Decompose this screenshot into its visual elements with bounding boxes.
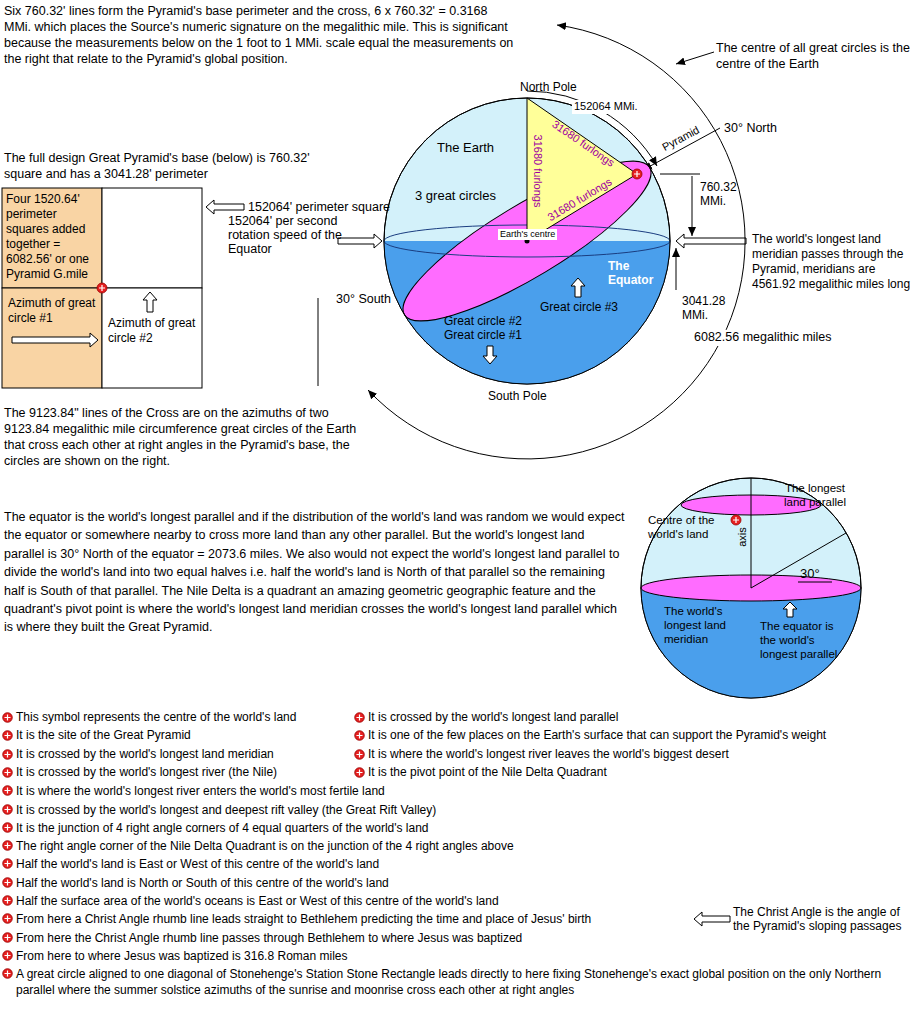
centre-symbol [2, 932, 13, 943]
centre-symbol [2, 950, 13, 961]
centre-symbol [2, 858, 13, 869]
great-circle-arc [368, 25, 745, 459]
annotation-label: Six 760.32' lines form the Pyramid's bas… [4, 3, 516, 67]
annotation-label: 152064' per second rotation speed of the… [228, 214, 346, 256]
bullet-text: It is the junction of 4 right angle corn… [16, 820, 916, 836]
bullet-text: Half the world's land is North or South … [16, 875, 916, 891]
annotation-label: North Pole [520, 80, 577, 95]
bullet-text: The right angle corner of the Nile Delta… [16, 838, 916, 854]
land-circle: axis The longest land parallelCentre of t… [640, 477, 862, 699]
azimuth-square: Azimuth of great circle #1 [2, 288, 102, 388]
bullet-text: It is the pivot point of the Nile Delta … [368, 765, 916, 780]
orange-square [2, 288, 102, 388]
annotation-label: Pyramid [658, 123, 704, 156]
node-text: The equator is the world's longest paral… [760, 619, 850, 661]
dimension-line [692, 176, 693, 236]
hollow-arrow [694, 912, 730, 926]
annotation-label: 30° South [334, 292, 393, 308]
bullet-text: It is where the world's longest river le… [368, 747, 916, 762]
node-text: Centre of the world's land [648, 513, 732, 541]
bullet-text: This symbol represents the centre of the… [16, 710, 352, 725]
annotation-label: The Christ Angle is the angle of the Pyr… [733, 905, 919, 933]
centre-symbol [2, 804, 13, 815]
hollow-arrow [12, 333, 98, 347]
node-text: Great circle #2 [444, 314, 522, 329]
node-text: 30° [800, 566, 820, 582]
annotation-label: 30° North [722, 121, 779, 137]
earth-globe [382, 96, 672, 386]
centre-pointer [676, 52, 714, 64]
bullet-text: It is crossed by the world's longest lan… [16, 747, 352, 762]
node-text: Four 1520.64' perimeter squares added to… [6, 192, 98, 282]
node-text: The world's longest land meridian [664, 604, 736, 646]
annotation-label: 152064 MMi. [572, 100, 640, 114]
bullet-text: It is crossed by the world's longest riv… [16, 765, 352, 780]
centre-symbol [354, 712, 365, 723]
node-text: Earth's centre [498, 229, 557, 240]
centre-symbol [2, 877, 13, 888]
centre-symbol [2, 785, 13, 796]
bullet-text: A great circle aligned to one diagonal o… [16, 966, 916, 998]
annotation-label: The equator is the world's longest paral… [4, 508, 626, 637]
annotation-label: 152064' perimeter square [248, 200, 390, 216]
annotation-label: 760.32 MMi. [700, 180, 750, 208]
hollow-arrow [143, 292, 157, 312]
centre-symbol [2, 895, 13, 906]
annotation-label: 6082.56 megalithic miles [692, 330, 834, 346]
node-text: Great circle #3 [540, 300, 618, 315]
hollow-arrow [206, 200, 244, 214]
centre-symbol [354, 767, 365, 778]
centre-symbol [354, 749, 365, 760]
node-text: Great circle #1 [444, 328, 522, 343]
annotation-label: The centre of all great circles is the c… [716, 40, 918, 72]
orange-square [2, 188, 102, 288]
hollow-arrow [676, 234, 746, 248]
centre-symbol [2, 822, 13, 833]
centre-symbol [2, 712, 13, 723]
node-text: The longest land parallel [774, 481, 856, 509]
bullet-text: It is where the world's longest river en… [16, 783, 916, 799]
centre-symbol [2, 749, 13, 760]
hollow-arrow [338, 234, 382, 248]
node-text: The Earth [437, 140, 494, 156]
bullet-text: It is crossed by the world's longest and… [16, 802, 916, 818]
node-text: The Equator [608, 259, 664, 287]
white-square [102, 288, 202, 388]
bullet-text: From here to where Jesus was baptized is… [16, 948, 916, 964]
node-text: Azimuth of great circle #2 [108, 316, 198, 346]
annotation-label: The full design Great Pyramid's base (be… [4, 150, 316, 182]
perimeter-square: Four 1520.64' perimeter squares added to… [2, 188, 102, 288]
annotation-label: 3041.28 MMi. [682, 294, 732, 322]
node-text: 31680 furlongs [530, 135, 544, 208]
centre-symbol [354, 730, 365, 741]
centre-symbol [97, 283, 107, 293]
centre-symbol [2, 767, 13, 778]
leader-line [318, 298, 319, 386]
white-square [102, 188, 202, 288]
bullet-text: Half the world's land is East or West of… [16, 856, 916, 872]
annotation-label: South Pole [488, 389, 547, 404]
bullet-text: It is one of the few places on the Earth… [368, 728, 916, 743]
land-globe [640, 477, 862, 699]
azimuth-square: Azimuth of great circle #2 [102, 288, 202, 388]
node-text: axis [736, 527, 750, 547]
annotation-label: The 9123.84" lines of the Cross are on t… [4, 405, 366, 469]
centre-symbol [2, 968, 13, 979]
earth-circle: The Earth3 great circles31680 furlongs31… [382, 96, 672, 386]
node-text: Azimuth of great circle #1 [8, 296, 98, 326]
centre-symbol [2, 730, 13, 741]
node-text: 3 great circles [415, 188, 496, 204]
centre-symbol [2, 840, 13, 851]
dimension-line [676, 248, 677, 290]
centre-symbol [2, 913, 13, 924]
tick-line [660, 174, 700, 175]
annotation-label: The world's longest land meridian passes… [752, 232, 918, 292]
bullet-text: It is crossed by the world's longest lan… [368, 710, 916, 725]
bullet-text: It is the site of the Great Pyramid [16, 728, 352, 743]
